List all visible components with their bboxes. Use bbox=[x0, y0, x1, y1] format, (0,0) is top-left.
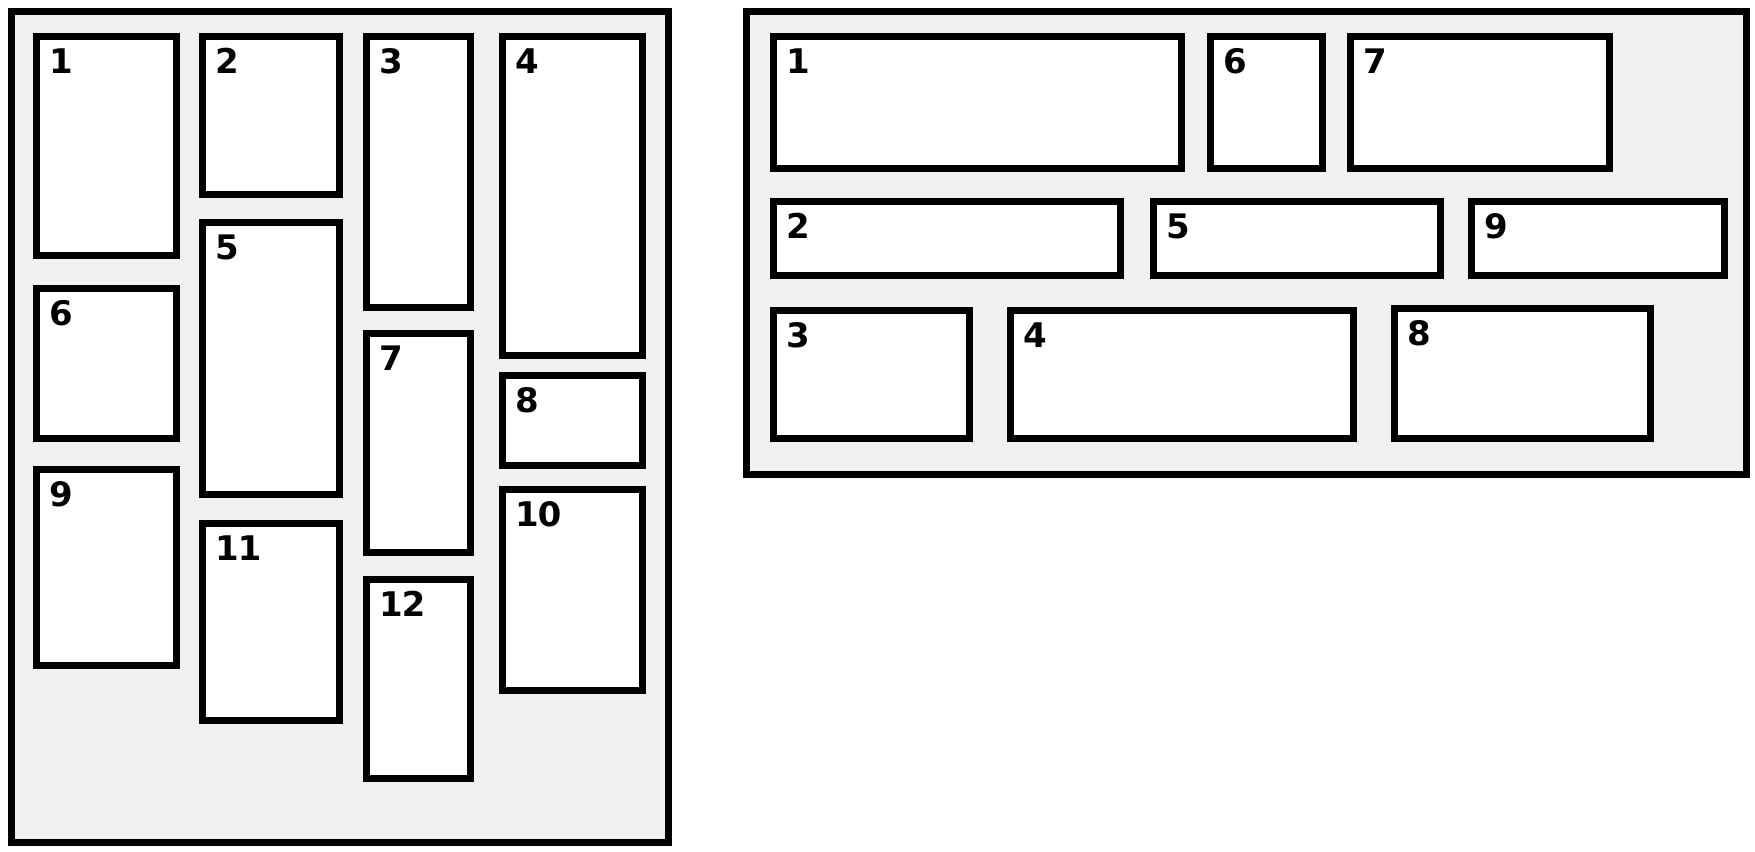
item-number: 9 bbox=[49, 475, 73, 515]
item-number: 4 bbox=[1023, 316, 1047, 356]
item-number: 5 bbox=[1166, 207, 1190, 247]
masonry-item-3: 3 bbox=[363, 33, 474, 311]
masonry-item-1: 1 bbox=[33, 33, 180, 259]
masonry-item-2: 2 bbox=[770, 198, 1124, 279]
item-number: 5 bbox=[215, 228, 239, 268]
column-masonry-container: 1 2 3 4 5 6 7 8 9 10 11 12 bbox=[8, 8, 672, 846]
masonry-item-3: 3 bbox=[770, 307, 973, 442]
masonry-item-9: 9 bbox=[1468, 198, 1728, 279]
masonry-item-7: 7 bbox=[1347, 33, 1613, 172]
masonry-item-5: 5 bbox=[1150, 198, 1444, 279]
masonry-item-8: 8 bbox=[1391, 305, 1654, 442]
item-number: 12 bbox=[379, 585, 425, 625]
item-number: 1 bbox=[786, 42, 810, 82]
masonry-item-5: 5 bbox=[199, 219, 343, 498]
item-number: 6 bbox=[49, 294, 73, 334]
masonry-item-7: 7 bbox=[363, 330, 474, 556]
item-number: 6 bbox=[1223, 42, 1247, 82]
item-number: 7 bbox=[1363, 42, 1387, 82]
item-number: 11 bbox=[215, 529, 261, 569]
item-number: 8 bbox=[1407, 314, 1431, 354]
item-number: 8 bbox=[515, 381, 539, 421]
item-number: 7 bbox=[379, 339, 403, 379]
item-number: 3 bbox=[786, 316, 810, 356]
item-number: 10 bbox=[515, 495, 561, 535]
item-number: 2 bbox=[215, 42, 239, 82]
item-number: 2 bbox=[786, 207, 810, 247]
masonry-item-6: 6 bbox=[33, 285, 180, 442]
masonry-item-8: 8 bbox=[499, 372, 646, 469]
row-masonry-container: 1 6 7 2 5 9 3 4 8 bbox=[743, 8, 1750, 478]
item-number: 1 bbox=[49, 42, 73, 82]
item-number: 3 bbox=[379, 42, 403, 82]
masonry-item-1: 1 bbox=[770, 33, 1185, 172]
masonry-item-6: 6 bbox=[1207, 33, 1326, 172]
item-number: 4 bbox=[515, 42, 539, 82]
masonry-item-4: 4 bbox=[1007, 307, 1357, 442]
masonry-item-9: 9 bbox=[33, 466, 180, 669]
masonry-item-4: 4 bbox=[499, 33, 646, 359]
masonry-item-12: 12 bbox=[363, 576, 474, 782]
masonry-item-11: 11 bbox=[199, 520, 343, 724]
item-number: 9 bbox=[1484, 207, 1508, 247]
masonry-item-10: 10 bbox=[499, 486, 646, 694]
masonry-item-2: 2 bbox=[199, 33, 343, 198]
